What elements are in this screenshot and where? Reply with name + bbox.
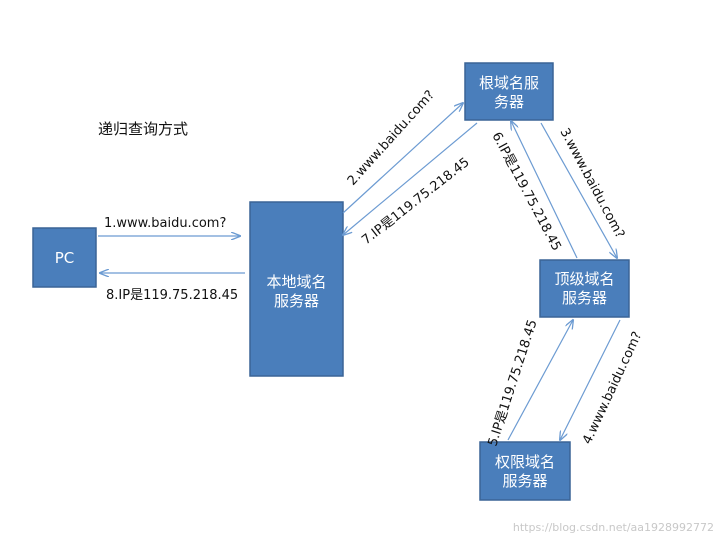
root-dns-line2: 务器 <box>494 93 524 111</box>
local-dns-line1: 本地域名 <box>266 273 326 291</box>
local-dns-server-box: 本地域名 服务器 <box>249 201 344 377</box>
step-8-label: 8.IP是119.75.218.45 <box>106 288 238 303</box>
auth-dns-server-box: 权限域名 服务器 <box>479 441 571 501</box>
step-7-label: 7.IP是119.75.218.45 <box>359 155 472 248</box>
arrow-step-3 <box>540 122 617 258</box>
tld-dns-line2: 服务器 <box>562 289 607 307</box>
arrow-step-7 <box>343 122 478 235</box>
root-dns-server-box: 根域名服 务器 <box>464 62 554 121</box>
tld-dns-line1: 顶级域名 <box>554 270 614 288</box>
step-1-label: 1.www.baidu.com? <box>104 216 226 231</box>
step-4-label: 4.www.baidu.com? <box>580 329 645 446</box>
pc-label: PC <box>55 249 75 267</box>
step-6-label: 6.IP是119.75.218.45 <box>488 130 563 254</box>
step-5-label: 5.IP是119.75.218.45 <box>486 318 541 448</box>
arrow-step-2 <box>342 103 463 214</box>
diagram-title: 递归查询方式 <box>98 120 188 138</box>
arrow-step-6 <box>511 121 578 259</box>
local-dns-line2: 服务器 <box>274 292 319 310</box>
root-dns-line1: 根域名服 <box>479 74 539 92</box>
watermark: https://blog.csdn.net/aa1928992772 <box>513 521 714 534</box>
arrow-step-4 <box>560 319 621 440</box>
arrow-step-5 <box>507 320 573 441</box>
auth-dns-line2: 服务器 <box>502 472 547 490</box>
pc-box: PC <box>32 227 97 288</box>
auth-dns-line1: 权限域名 <box>495 453 555 471</box>
step-3-label: 3.www.baidu.com? <box>556 126 627 241</box>
tld-dns-server-box: 顶级域名 服务器 <box>539 259 630 318</box>
